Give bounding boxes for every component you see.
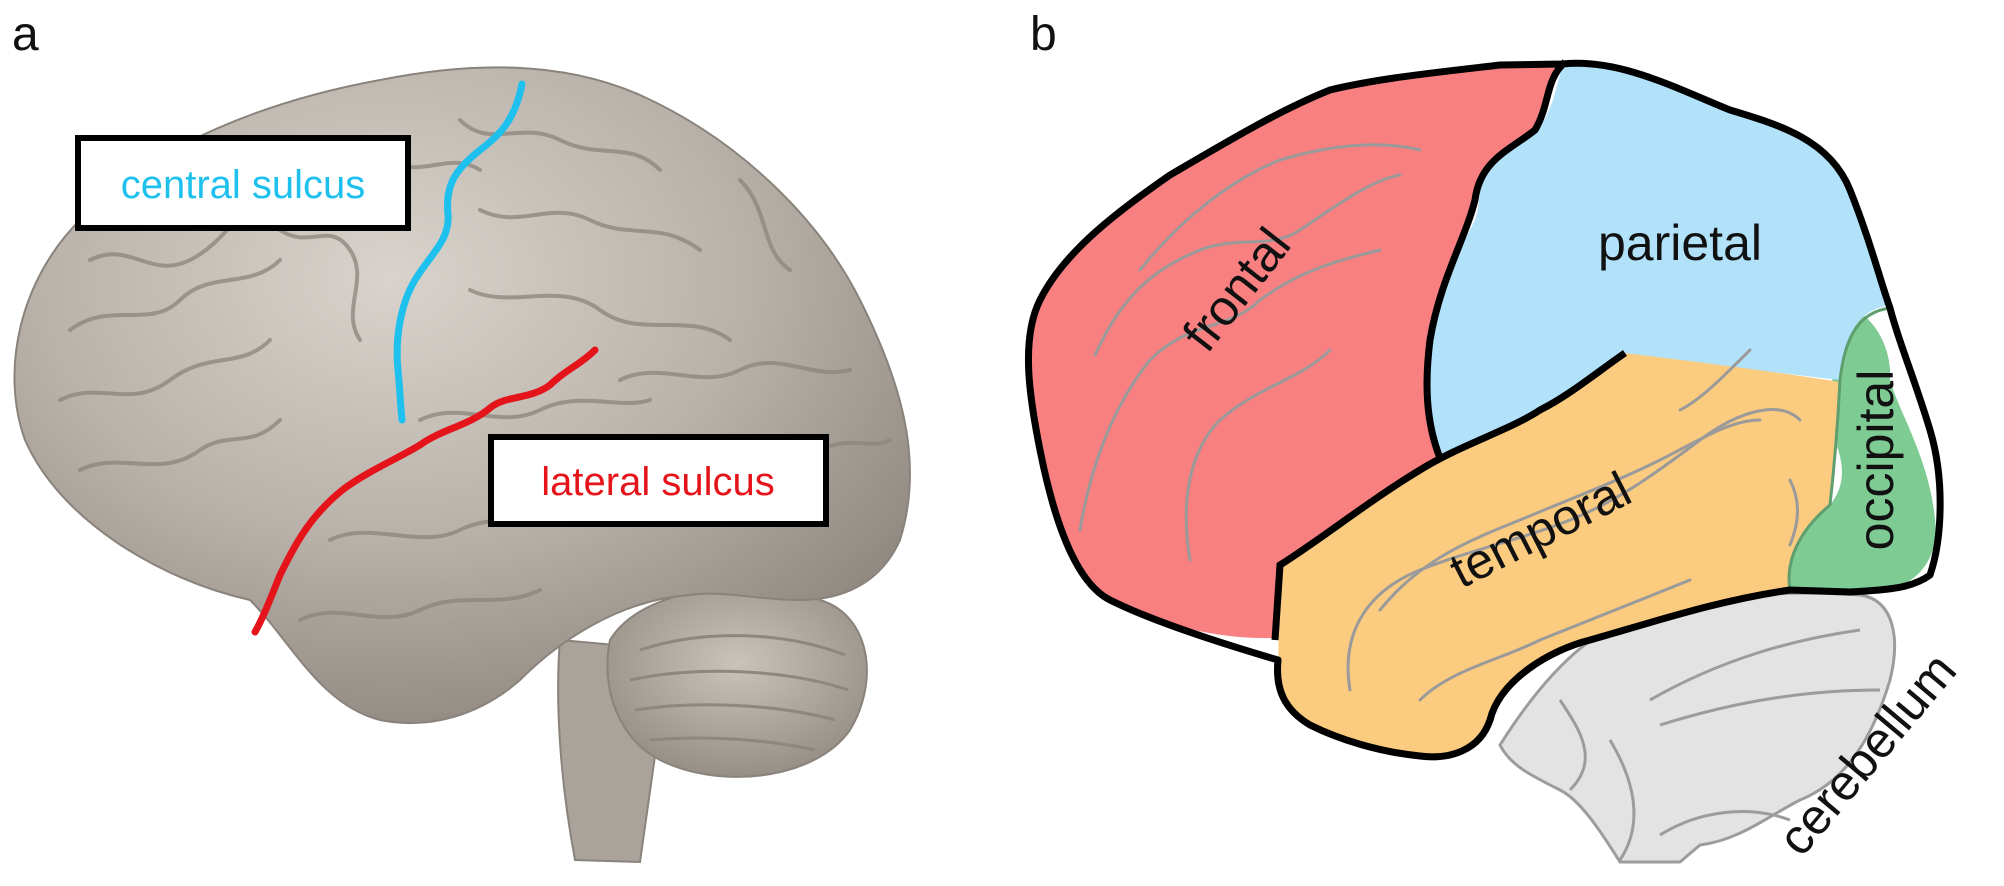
frontal-parietal-boundary: [1423, 59, 1568, 460]
parietal-occipital-boundary: [1787, 306, 1891, 591]
occipital-label: occipital: [1848, 370, 1904, 551]
lateral-sulcus-label: lateral sulcus: [488, 434, 829, 527]
panel-a-letter: a: [12, 8, 39, 61]
lobe-sulci: [1078, 143, 1802, 702]
brain-cerebrum: [13, 66, 911, 724]
central-sulcus-label: central sulcus: [75, 135, 411, 231]
temporal-region: [1277, 353, 1840, 757]
central-sulcus-line: [393, 80, 526, 424]
panel-a: a: [12, 8, 911, 864]
central-sulcus-text: central sulcus: [121, 163, 366, 207]
lateral-sulcus-line: [251, 346, 599, 636]
cerebellum-folia: [629, 634, 849, 752]
parietal-label: parietal: [1598, 215, 1762, 271]
parietal-region: [1428, 63, 1890, 458]
panel-b: b: [1025, 8, 1967, 866]
lateral-fissure-boundary: [1271, 350, 1627, 641]
cerebrum-outline: [1025, 59, 1944, 761]
lateral-sulcus-text: lateral sulcus: [541, 460, 774, 504]
panel-b-letter: b: [1030, 8, 1057, 61]
frontal-region: [1028, 64, 1563, 639]
occipital-region: [1789, 306, 1936, 592]
cerebellum-folds: [1558, 628, 1881, 861]
